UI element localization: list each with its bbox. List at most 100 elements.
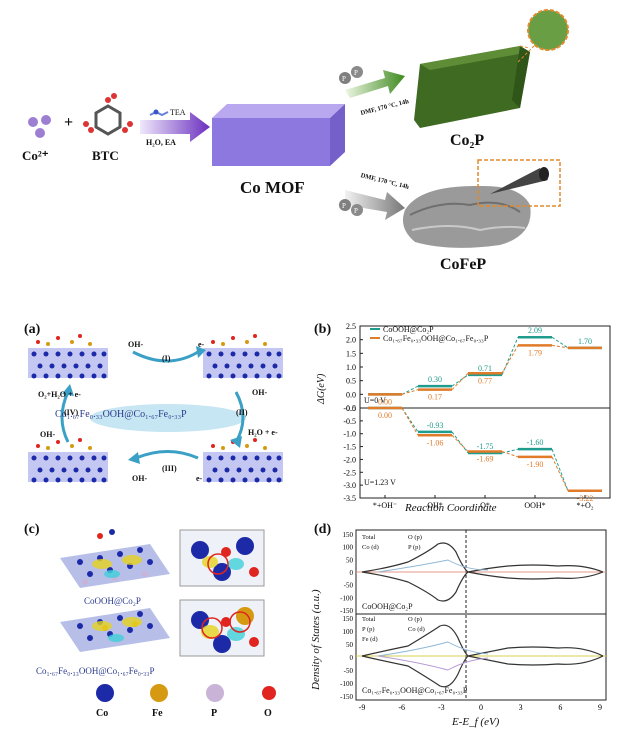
- dos-x-tick: 6: [558, 703, 562, 712]
- panel-b-label: (b): [314, 322, 332, 337]
- dos-y-tick: 0: [350, 569, 354, 577]
- co-mof-label: Co MOF: [240, 178, 305, 197]
- legend-d-bot-1: O (p): [408, 616, 422, 623]
- y-tick-label: 0.0: [346, 390, 356, 399]
- tea-molecule: [149, 109, 169, 117]
- struct-name-top: CoOOH@Co₂P: [84, 596, 141, 606]
- y-tick-label: 0.5: [346, 377, 356, 386]
- svg-text:P: P: [354, 207, 358, 215]
- y-tick-label: -0.5: [343, 417, 356, 426]
- connector: [401, 389, 419, 395]
- co2p-label: Co₂P: [450, 132, 485, 149]
- legend-coooh: CoOOH@Co₂P: [383, 325, 434, 334]
- value-labels: 0.300.712.091.700.000.170.771.79-0.93-1.…: [378, 326, 593, 503]
- svg-text:P: P: [342, 75, 346, 83]
- legend-d-top-2: Co (d): [362, 544, 379, 551]
- dos-y-tick: -150: [340, 607, 353, 615]
- value-label: 1.70: [578, 337, 592, 346]
- p-ball-icon-2: PP: [339, 199, 363, 216]
- legend-d-bot-3: Co (d): [408, 626, 425, 633]
- dos-y-tick: 100: [343, 628, 354, 636]
- struct-name-bottom: Co₁.₆₇Fe₀.₃₃OOH@Co₁.₆₇Fe₀.₃₃P: [36, 666, 155, 676]
- panel-a-cycle: [28, 334, 283, 483]
- dos-x-tick: 0: [479, 703, 483, 712]
- dos-x-tick: 9: [598, 703, 602, 712]
- ylabel-b: ΔG(eV): [316, 373, 327, 404]
- y-tick-label: -3.0: [343, 481, 356, 490]
- legend-d-top-0: Total: [362, 534, 376, 541]
- step-3: (III): [162, 464, 177, 473]
- step-1-out: e-: [198, 340, 205, 349]
- atom-p-label: P: [211, 708, 218, 719]
- arrow-cofep: [345, 190, 405, 220]
- y-tick-label: 1.0: [346, 363, 356, 372]
- atom-co-label: Co: [96, 708, 109, 719]
- ylabel-d: Density of States (a.u.): [310, 589, 322, 690]
- step-4-in: OH-: [40, 430, 56, 439]
- dos-y-tick: 150: [343, 615, 354, 623]
- energy-diagram: -0.50.00.51.01.52.02.5-3.5-3.0-2.5-2.0-1…: [343, 322, 611, 510]
- plot-frame: [359, 325, 611, 499]
- legend-d-top-3: P (p): [408, 544, 421, 551]
- atom-p-swatch: [206, 684, 224, 702]
- connector: [551, 448, 569, 491]
- value-label: -3.22: [577, 494, 594, 503]
- value-label: 0.17: [428, 393, 442, 402]
- dos-y-tick: 100: [343, 544, 354, 552]
- y-tick-label: 0.0: [346, 404, 356, 413]
- value-label: -1.60: [527, 438, 544, 447]
- step-2: (II): [236, 408, 248, 417]
- connector: [451, 372, 469, 391]
- arrow-co2p: [345, 70, 405, 98]
- atom-o-label: O: [264, 708, 272, 719]
- x-tick-label: *+OH⁻: [373, 501, 397, 510]
- value-label: 2.09: [528, 326, 542, 335]
- y-tick-label: -2.5: [343, 468, 356, 477]
- zoom-bottom: [179, 599, 265, 657]
- value-label: -1.06: [427, 438, 444, 447]
- condition-top: U=0 V: [364, 396, 386, 405]
- dos-x-tick: 3: [519, 703, 523, 712]
- dos-y-tick: -50: [344, 582, 354, 590]
- step-3-in: OH-: [132, 474, 148, 483]
- xlabel-b: Reaction Coordinate: [405, 502, 497, 514]
- dos-y-tick: 50: [346, 556, 354, 564]
- svg-text:P: P: [342, 202, 346, 210]
- cofep-label: CoFeP: [440, 256, 487, 273]
- energy-levels: [368, 335, 602, 493]
- dos-top-curves: [356, 542, 606, 602]
- solvent-label: H₂O, EA: [146, 138, 176, 147]
- x-tick-label: O*: [480, 501, 490, 510]
- arrow-mof: [140, 112, 210, 142]
- dos-bottom-curves: [356, 624, 606, 688]
- co-ion-label: Co²⁺: [22, 148, 49, 163]
- step-1: (I): [162, 354, 171, 363]
- cofep-cone-zoom: [477, 159, 561, 207]
- y-tick-label: -1.5: [343, 443, 356, 452]
- connector: [501, 450, 519, 458]
- y-tick-label: -1.0: [343, 430, 356, 439]
- value-label: 0.00: [378, 397, 392, 406]
- value-label: 0.71: [478, 364, 492, 373]
- value-label: -1.90: [527, 460, 544, 469]
- structure-top: [60, 529, 170, 588]
- connector: [401, 407, 419, 433]
- dos-y-tick: -100: [340, 680, 353, 688]
- atom-fe-label: Fe: [152, 708, 163, 719]
- dos-y-tick: 50: [346, 641, 354, 649]
- crystal-slab: [28, 334, 108, 379]
- dos-name-bottom: Co₁.₆₇Fe₀.₃₃OOH@Co₁.₆₇Fe₀.₃₃P: [362, 686, 468, 695]
- panel-c-structures: [60, 529, 265, 657]
- step-4: (IV): [64, 408, 79, 417]
- co-mof-block: [212, 104, 345, 166]
- value-label: 0.00: [378, 411, 392, 420]
- dos-y-tick: 0: [350, 654, 354, 662]
- dos-y-tick: -50: [344, 667, 354, 675]
- y-tick-label: -2.0: [343, 455, 356, 464]
- btc-label: BTC: [92, 148, 119, 163]
- y-tick-label: 1.5: [346, 349, 356, 358]
- y-tick-label: 2.5: [346, 322, 356, 331]
- atom-o-swatch: [262, 686, 276, 700]
- step-3-out: e-: [196, 474, 203, 483]
